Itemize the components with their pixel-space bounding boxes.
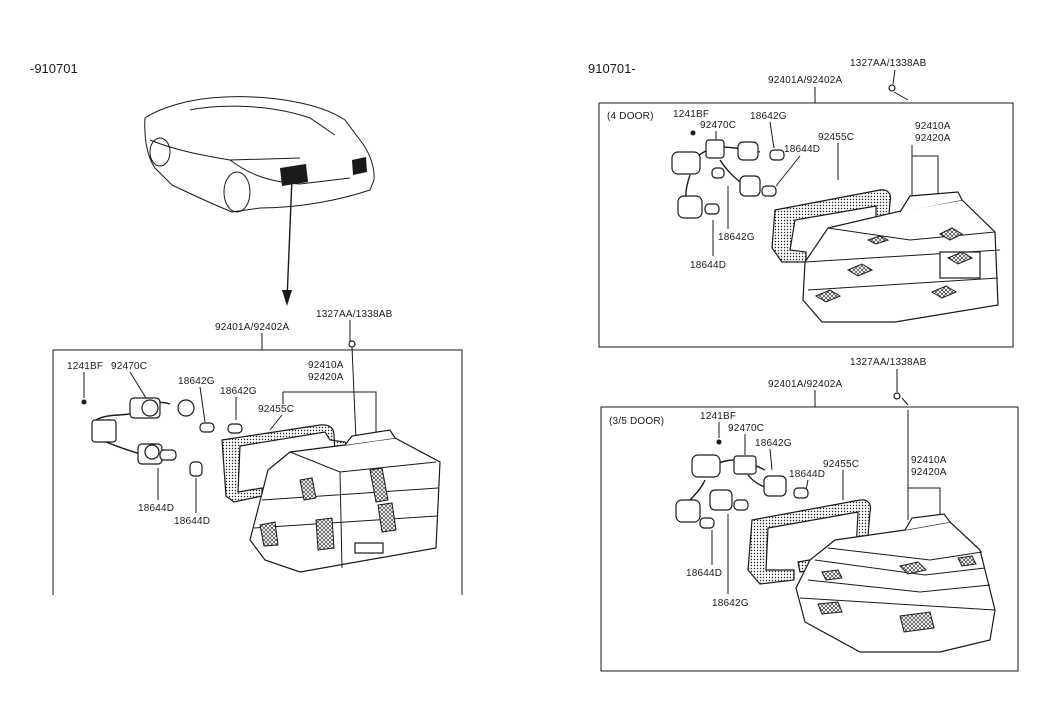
left-socket-harness (91, 397, 243, 477)
callout-bulb-d1: 18644D (138, 503, 174, 514)
callout-lens-a: 92410A (308, 360, 344, 371)
rt-callout-screw: 1241BF (673, 109, 709, 120)
rt-gasket (771, 189, 892, 263)
tail-lamp-location-mark (280, 164, 308, 186)
rt-callout-socket-assy: 92470C (700, 120, 736, 131)
rb-callout-gasket: 92455C (823, 459, 859, 470)
rt-callout-bulb-d2: 18644D (690, 260, 726, 271)
rb-frame (600, 406, 1019, 672)
rt-callout-lens-a: 92410A (915, 121, 951, 132)
rb-callout-bolt: 1327AA/1338AB (850, 357, 927, 368)
rb-callout-socket-assy: 92470C (728, 423, 764, 434)
rt-callout-bolt: 1327AA/1338AB (850, 58, 927, 69)
callout-socket-assy: 92470C (111, 361, 147, 372)
rb-callout-bulb-g2: 18642G (712, 598, 749, 609)
callout-lens-b: 92420A (308, 372, 344, 383)
rt-callout-gasket: 92455C (818, 132, 854, 143)
rb-callout-lamp-assy: 92401A/92402A (768, 379, 842, 390)
left-section: -910701 1327AA/1338AB 92401A/92402A 1241… (30, 61, 463, 595)
callout-lamp-assy: 92401A/92402A (215, 322, 289, 333)
right-top-section: 910701- 1327AA/1338AB 92401A/92402A (4 D… (588, 58, 1014, 348)
callout-gasket: 92455C (258, 404, 294, 415)
rt-callout-bulb-d1: 18644D (784, 144, 820, 155)
right-date-code: 910701- (588, 61, 636, 76)
callout-screw: 1241BF (67, 361, 103, 372)
rt-callout-bulb-g2: 18642G (718, 232, 755, 243)
rt-callout-lens-b: 92420A (915, 133, 951, 144)
rb-lamp-lens (795, 513, 996, 653)
car-outline (144, 96, 375, 213)
rt-door-label: (4 DOOR) (607, 111, 654, 122)
callout-bulb-g2: 18642G (220, 386, 257, 397)
rb-socket-harness (675, 454, 809, 529)
callout-bolt: 1327AA/1338AB (316, 309, 393, 320)
callout-bulb-d2: 18644D (174, 516, 210, 527)
rb-door-label: (3/5 DOOR) (609, 416, 664, 427)
rt-callout-bulb-g1: 18642G (750, 111, 787, 122)
callout-bulb-g1: 18642G (178, 376, 215, 387)
rb-callout-lens-a: 92410A (911, 455, 947, 466)
left-date-code: -910701 (30, 61, 78, 76)
rb-callout-bulb-d1: 18644D (789, 469, 825, 480)
rt-callout-lamp-assy: 92401A/92402A (768, 75, 842, 86)
right-bottom-section: 1327AA/1338AB 92401A/92402A (3/5 DOOR) 1… (600, 357, 1019, 672)
rb-callout-lens-b: 92420A (911, 467, 947, 478)
rb-callout-bulb-d2: 18644D (686, 568, 722, 579)
rb-callout-screw: 1241BF (700, 411, 736, 422)
left-lamp-lens (249, 429, 441, 573)
rt-lamp-lens (802, 191, 1001, 323)
rb-callout-bulb-g1: 18642G (755, 438, 792, 449)
rt-frame (598, 102, 1014, 348)
rt-socket-harness (671, 139, 785, 219)
